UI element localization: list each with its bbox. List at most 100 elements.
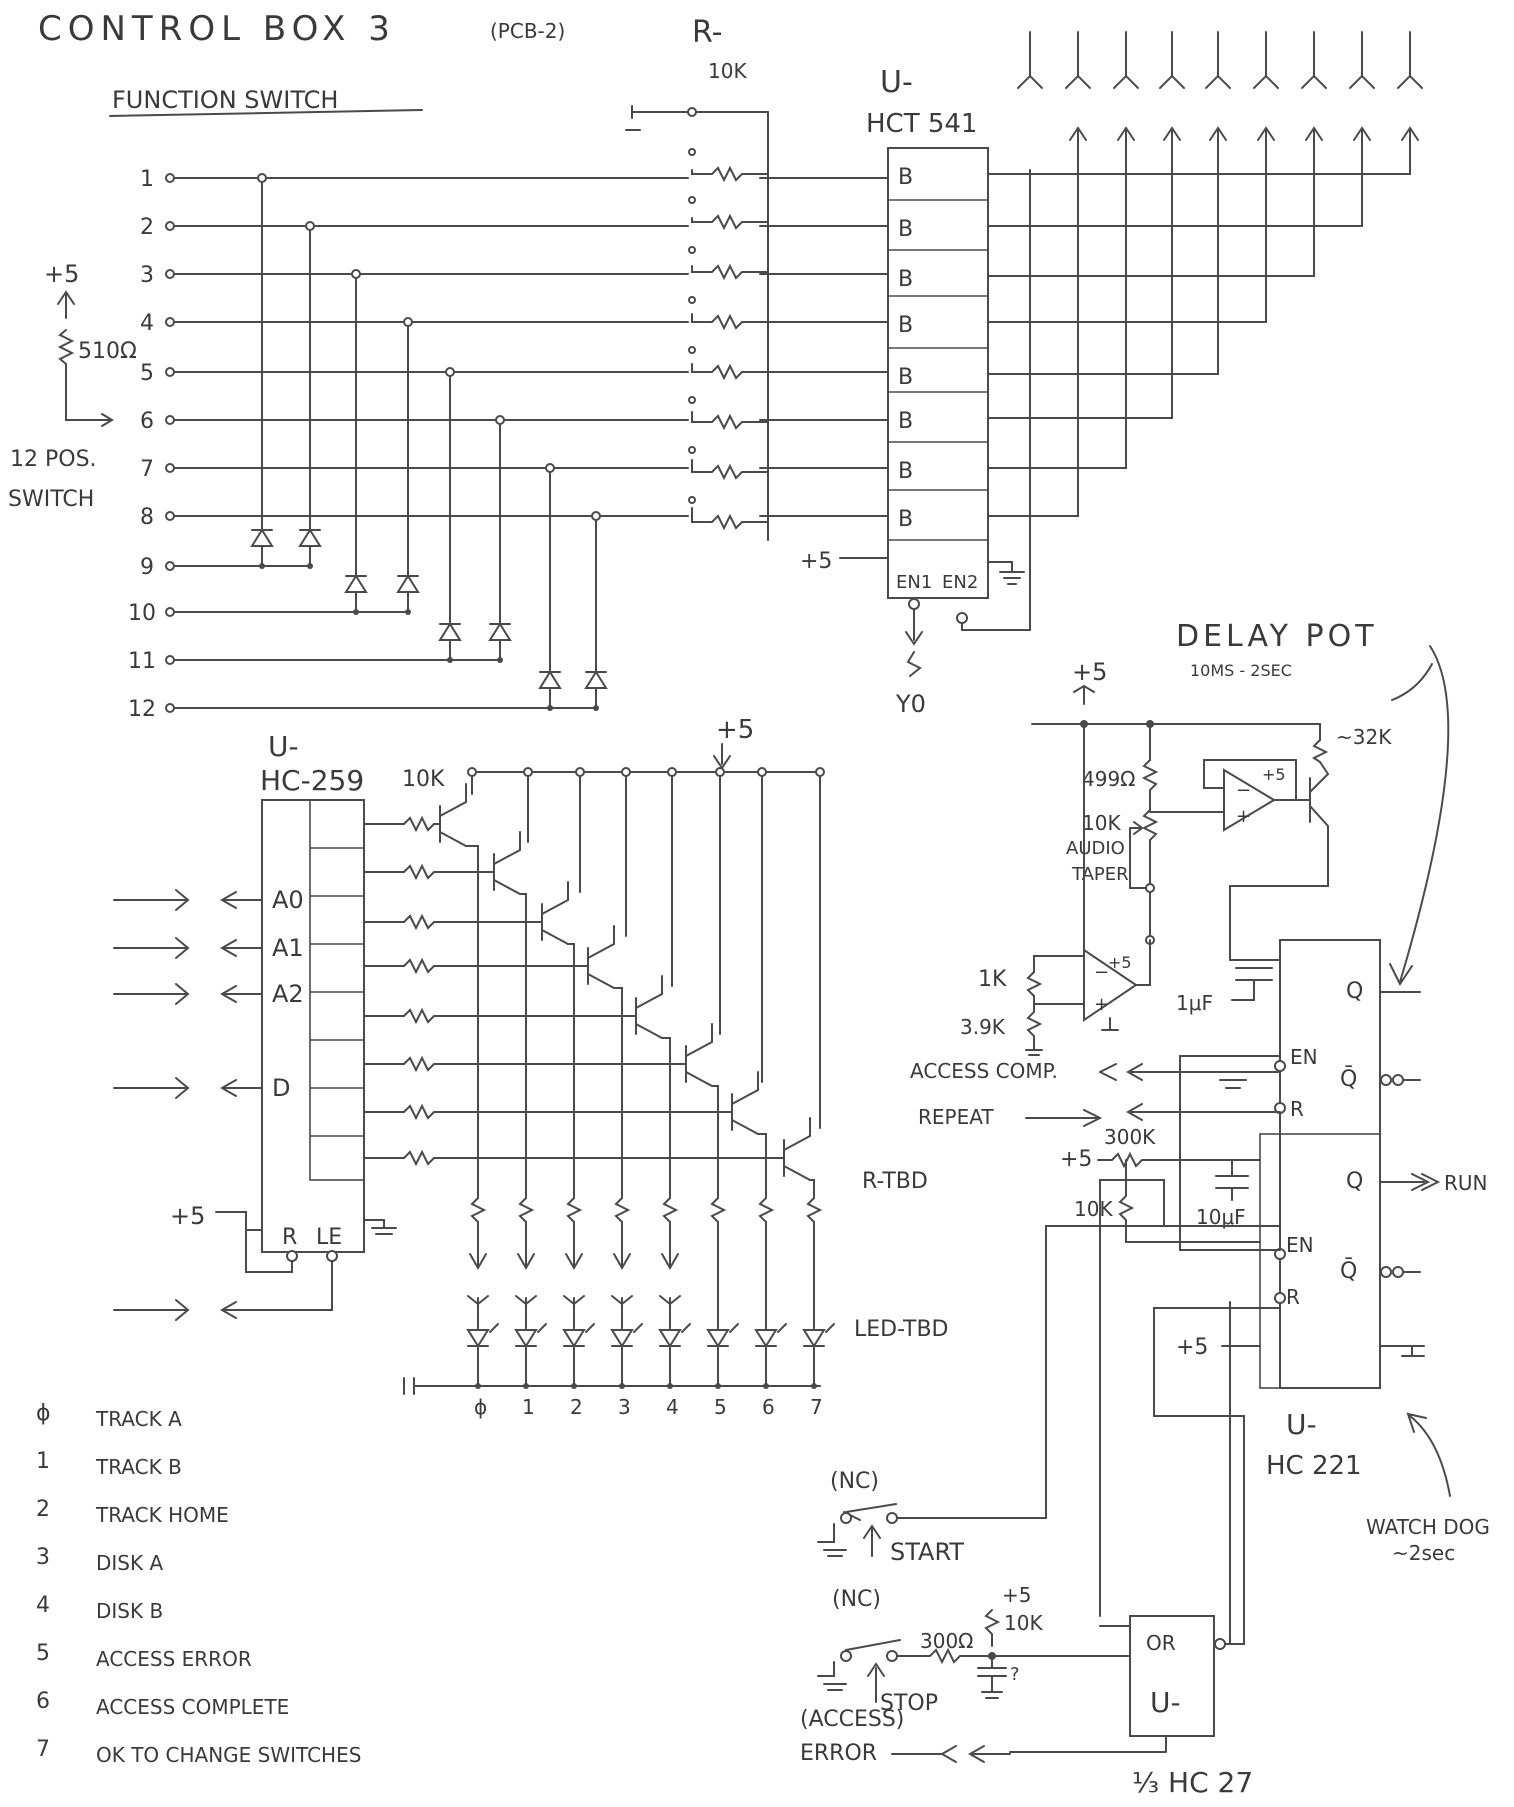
switch-contact [165,269,175,279]
or-part: ⅓ HC 27 [1132,1766,1253,1799]
switch-contact [165,367,175,377]
switch-position-9: 9 [140,555,154,580]
mono1-r-pin: R [1290,1097,1304,1121]
arrow-up-icon [1209,126,1227,141]
resistor-array-prefix: R- [692,15,722,50]
mono2-q-pin: Q [1346,1169,1363,1194]
latch-pin-a0: A0 [272,886,304,914]
connector-icon [659,1295,681,1313]
mono1-en-pin: EN [1290,1045,1318,1069]
stop-cap-label: ? [1010,1664,1020,1685]
resistor-array-common [625,105,769,541]
svg-text:−: − [1236,780,1251,801]
callout-arrow-icon [1389,645,1450,986]
switch-contact [165,221,175,231]
capacitor-icon [977,1655,1007,1699]
delay-cap-label: 1μF [1176,991,1213,1015]
led-number-1: 1 [522,1395,535,1419]
ground-icon [987,561,1025,585]
buffer-cell-b: B [898,313,913,338]
arrow-up-icon [1117,126,1135,141]
transistor-icon [493,831,521,895]
led-number-2: 2 [570,1395,583,1419]
latch-part: HC-259 [260,764,364,797]
latch-pin-d: D [272,1074,290,1102]
access-comp-label: ACCESS COMP. [910,1059,1058,1083]
led-icon [706,1323,739,1387]
mono-supply-label: +5 [1176,1335,1208,1360]
callout-arrow-icon [1406,1412,1451,1497]
delay-r499-label: 499Ω [1082,767,1135,791]
access-error-label-2: ERROR [800,1741,877,1766]
resistor-10k-icon [1118,1159,1261,1243]
switch-position-1: 1 [140,167,154,192]
latch-r-pin: R [282,1225,297,1250]
buffer-prefix: U- [880,65,913,100]
led-icon [562,1323,595,1387]
mono-rc-supply-label: +5 [1060,1147,1092,1172]
arrow-up-icon [1163,126,1181,141]
buffer-output-line [987,129,1315,277]
switch-position-12: 12 [128,697,156,722]
buffer-cell-b: B [898,165,913,190]
latch-chip-hc259 [261,799,365,1253]
led-resistor-icon [662,1197,679,1223]
resistor-icon [691,165,769,183]
transistor-icon [635,975,663,1039]
run-label: RUN [1444,1171,1488,1195]
transistor-icon [783,1117,811,1181]
resistor-icon [691,507,769,531]
resistor-icon [691,411,769,431]
resistor-1k-icon [1026,971,1043,997]
stop-supply-label: +5 [1002,1583,1031,1607]
led-resistor-icon [710,1197,727,1223]
led-resistor-icon [518,1197,535,1223]
led-number-4: 4 [666,1395,679,1419]
buffer-part: HCT 541 [866,109,977,139]
led-resistor-icon [614,1197,631,1223]
base-resistor-icon [363,1103,733,1121]
buffer-output-line [987,129,1173,419]
base-resistor-icon [363,1055,687,1073]
switch-wires [165,173,889,713]
resistor-array-value: 10K [708,59,747,83]
start-label: START [890,1538,964,1566]
connector-icon [1253,31,1279,89]
mono1-q-pin: Q [1346,979,1363,1004]
resistor-3-9k-icon [1025,995,1043,1056]
switch-contact [165,655,175,665]
led-resistor-icon [758,1197,775,1223]
arrow-up-icon [1353,126,1371,141]
r-tbd-label: R-TBD [862,1169,928,1194]
ground-icon [363,1219,397,1235]
legend-number: 6 [36,1689,50,1714]
buffer-cell-b: B [898,365,913,390]
delay-pot-type-1: AUDIO [1066,838,1125,859]
delay-pot-range: 10MS - 2SEC [1190,661,1292,680]
led-icon [658,1323,691,1387]
legend-text: DISK B [96,1599,163,1623]
led-icon [754,1323,787,1387]
legend-number: 1 [36,1449,50,1474]
resistor-icon [691,459,769,481]
switch-contact [165,317,175,327]
resistor-10k-icon [984,1609,1001,1647]
svg-text:+: + [1236,806,1251,827]
switch-position-3: 3 [140,263,154,288]
buffer-cell-b: B [898,409,913,434]
diode-icon [396,574,420,613]
stop-r10k-label: 10K [1004,1611,1043,1635]
switch-contact [165,703,175,713]
stop-nc-label: (NC) [832,1587,881,1612]
legend-number: 2 [36,1497,50,1522]
led-resistor-icon [566,1197,583,1223]
resistor-499-icon [1141,759,1159,811]
transistor-icon [541,881,569,945]
monostable-chip-hc221 [1279,939,1381,1389]
connector-icon [1301,31,1327,89]
led-icon [802,1323,835,1387]
latch-prefix: U- [268,730,299,763]
diode-icon [344,574,368,613]
mono-r10k-label: 10K [1074,1197,1113,1221]
arrow-up-icon [1257,126,1275,141]
